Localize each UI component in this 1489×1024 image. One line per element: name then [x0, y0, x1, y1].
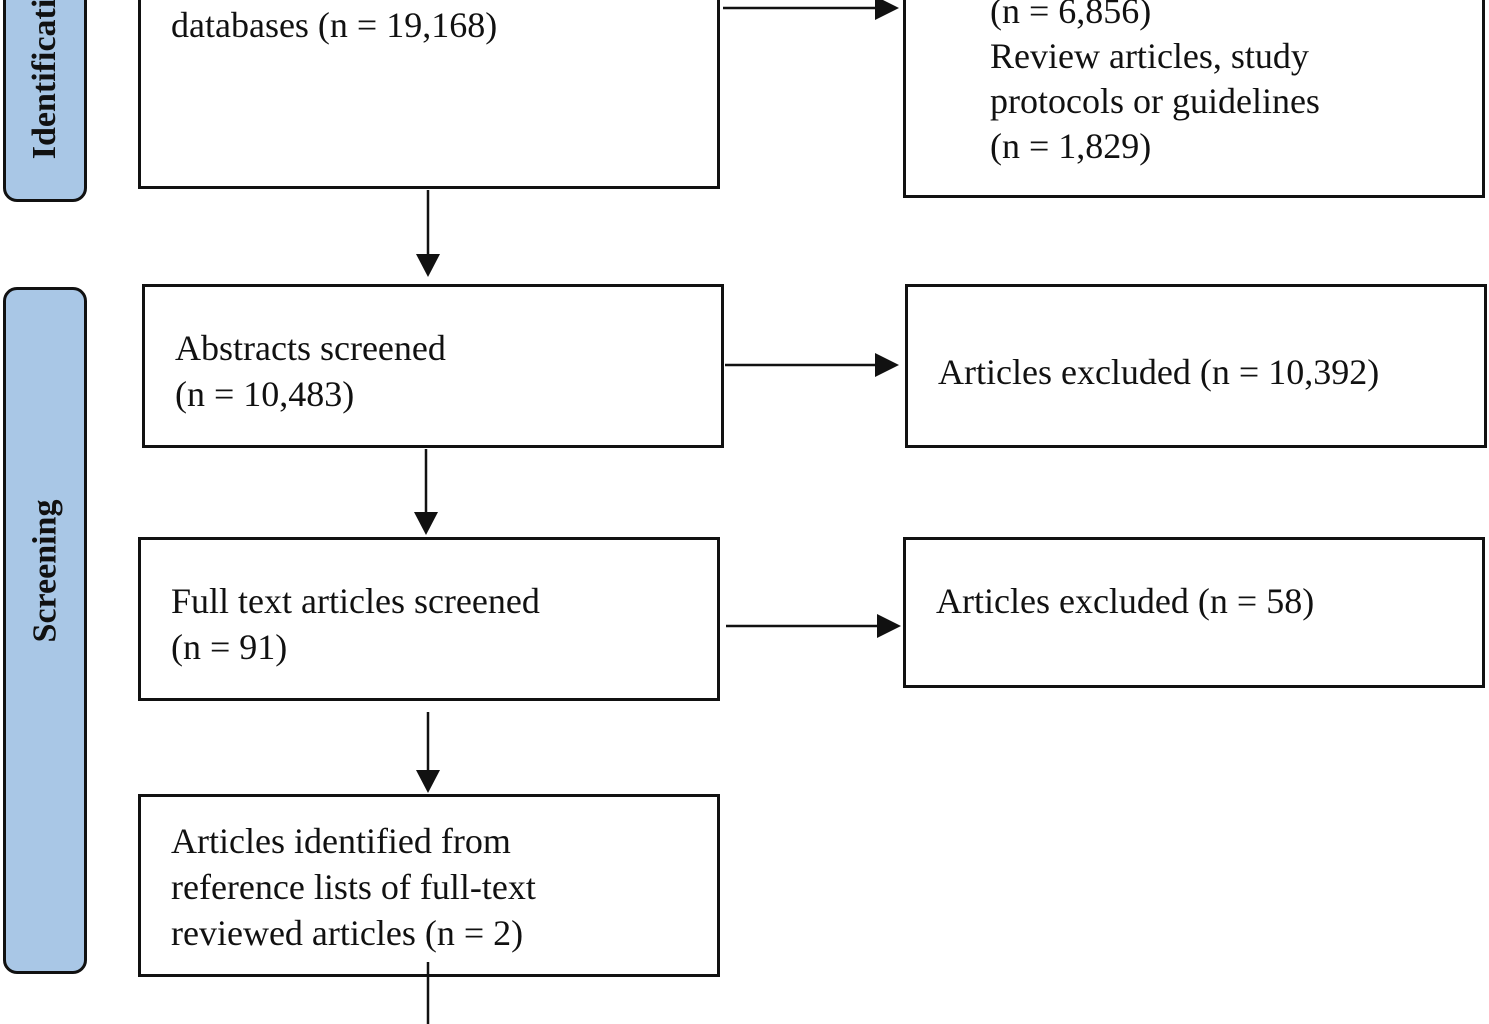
reference-lists-line-2: reference lists of full-text: [171, 867, 536, 907]
records-identified-box: databases (n = 19,168): [138, 0, 720, 189]
records-excluded-top-line-4: (n = 1,829): [990, 126, 1152, 166]
identification-stage-tab: Identification: [3, 0, 87, 202]
reference-lists-text: Articles identified from reference lists…: [171, 818, 536, 956]
abstracts-excluded-line-1: Articles excluded (n = 10,392): [938, 352, 1380, 392]
arrowhead-identified-to-excluded-top: [875, 0, 899, 20]
fulltext-screened-line-1: Full text articles screened: [171, 581, 540, 621]
records-excluded-top-line-3: protocols or guidelines: [990, 81, 1320, 121]
records-excluded-top-box: (n = 6,856) Review articles, study proto…: [903, 0, 1485, 198]
fulltext-excluded-line-1: Articles excluded (n = 58): [936, 581, 1315, 621]
arrowhead-identified-to-abstracts: [416, 254, 440, 277]
records-identified-text: databases (n = 19,168): [171, 2, 497, 48]
fulltext-screened-line-2: (n = 91): [171, 627, 288, 667]
records-excluded-top-line-2: Review articles, study: [990, 36, 1309, 76]
abstracts-screened-text: Abstracts screened (n = 10,483): [175, 325, 446, 417]
fulltext-excluded-text: Articles excluded (n = 58): [936, 578, 1314, 624]
reference-lists-line-3: reviewed articles (n = 2): [171, 913, 524, 953]
identification-stage-label: Identification: [26, 0, 64, 160]
abstracts-screened-line-1: Abstracts screened: [175, 328, 446, 368]
arrowhead-fulltext-to-excluded: [877, 614, 901, 638]
reference-lists-box: Articles identified from reference lists…: [138, 794, 720, 977]
arrowhead-abstracts-to-fulltext: [414, 512, 438, 535]
screening-stage-tab: Screening: [3, 287, 87, 974]
arrowhead-fulltext-to-reference: [416, 770, 440, 793]
fulltext-screened-text: Full text articles screened (n = 91): [171, 578, 540, 670]
abstracts-excluded-box: Articles excluded (n = 10,392): [905, 284, 1487, 448]
abstracts-excluded-text: Articles excluded (n = 10,392): [938, 349, 1379, 395]
abstracts-screened-box: Abstracts screened (n = 10,483): [142, 284, 724, 448]
abstracts-screened-line-2: (n = 10,483): [175, 374, 355, 414]
reference-lists-line-1: Articles identified from: [171, 821, 511, 861]
screening-stage-label: Screening: [26, 499, 63, 642]
records-identified-line-1: databases (n = 19,168): [171, 5, 498, 45]
records-excluded-top-line-1: (n = 6,856): [990, 0, 1152, 31]
arrowhead-abstracts-to-excluded: [875, 353, 899, 377]
fulltext-excluded-box: Articles excluded (n = 58): [903, 537, 1485, 688]
records-excluded-top-text: (n = 6,856) Review articles, study proto…: [990, 0, 1320, 169]
fulltext-screened-box: Full text articles screened (n = 91): [138, 537, 720, 701]
